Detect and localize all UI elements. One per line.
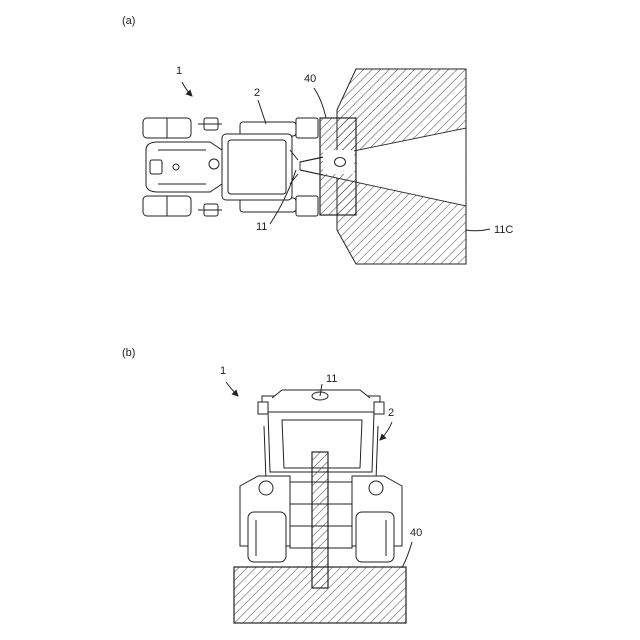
camera-post <box>312 452 328 588</box>
label-a-body-2: 2 <box>254 87 260 99</box>
panel-a-label: (a) <box>122 15 135 27</box>
leader-a-11c <box>466 229 490 231</box>
attachment-marker <box>335 158 346 167</box>
panel-b: (b) <box>122 347 422 623</box>
label-a-attachment-40: 40 <box>304 73 316 85</box>
tractor-top-view <box>143 118 318 216</box>
panel-b-label: (b) <box>122 347 135 359</box>
label-a-camera-11: 11 <box>256 221 267 233</box>
leader-b-40 <box>402 542 412 568</box>
label-b-vehicle-1: 1 <box>220 365 226 377</box>
label-a-vehicle-1: 1 <box>176 65 182 77</box>
label-b-camera-11: 11 <box>326 373 337 385</box>
label-a-coverage-11c: 11C <box>494 224 513 236</box>
leader-a-40 <box>314 88 326 118</box>
label-b-body-2: 2 <box>388 407 394 419</box>
leader-b-2 <box>380 422 392 440</box>
leader-b-1 <box>226 382 238 396</box>
panel-a: (a) <box>122 15 513 264</box>
leader-a-1 <box>182 82 192 96</box>
label-b-attachment-40: 40 <box>410 527 422 539</box>
leader-a-2 <box>258 100 266 124</box>
